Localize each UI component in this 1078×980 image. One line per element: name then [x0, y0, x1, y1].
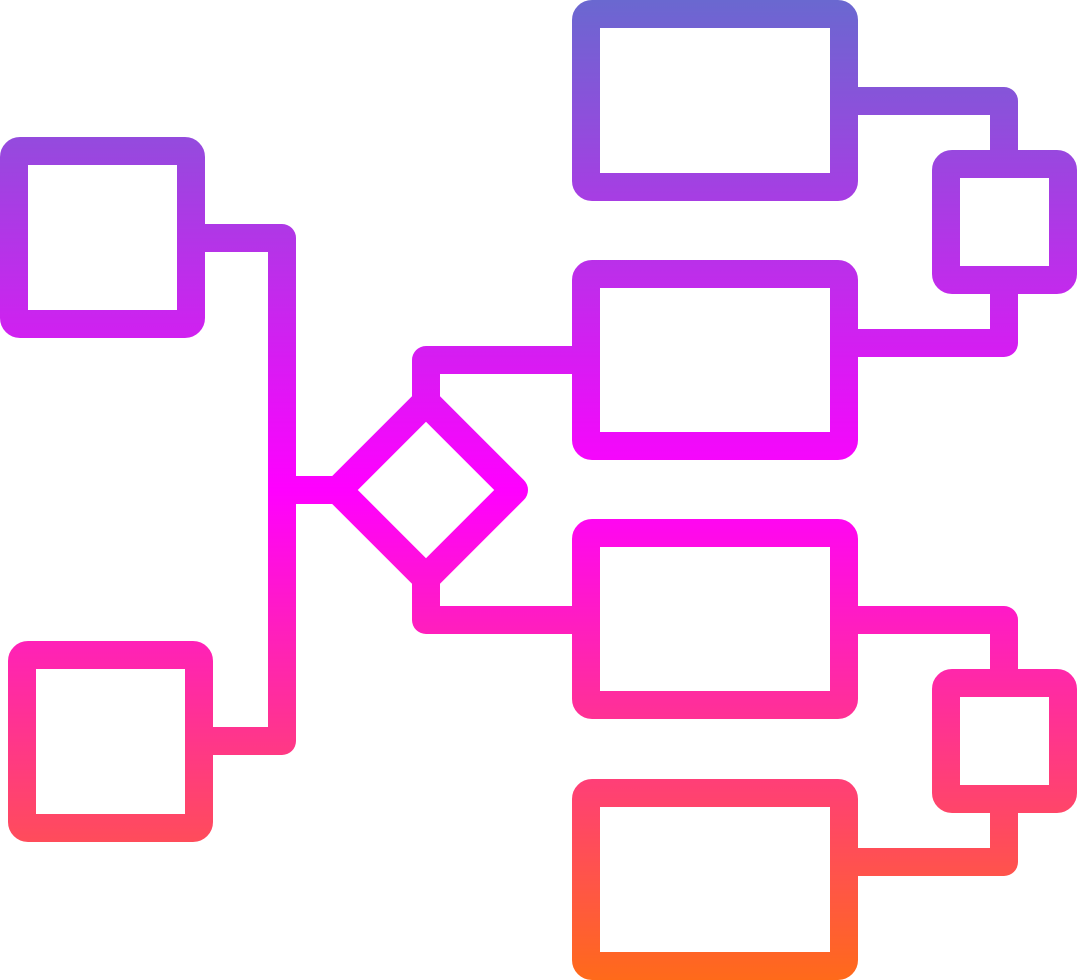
decision-diamond — [324, 388, 528, 592]
left-top-box — [0, 137, 205, 338]
right-box-2 — [572, 260, 858, 460]
right-box-3-connector — [844, 606, 1018, 683]
right-box-4 — [572, 779, 858, 980]
right-box-3 — [572, 519, 858, 719]
right-small-box-top — [932, 150, 1077, 294]
right-box-2-connector — [844, 280, 1018, 357]
left-bottom-box — [8, 641, 213, 842]
left-bottom-connector — [199, 490, 296, 755]
right-box-4-connector — [844, 799, 1018, 876]
decision-bottom-branch — [412, 578, 586, 634]
left-top-connector — [191, 224, 296, 490]
right-box-1 — [572, 0, 858, 201]
right-small-box-bottom — [932, 669, 1077, 813]
decision-top-branch — [412, 346, 586, 402]
right-box-1-connector — [844, 87, 1018, 164]
